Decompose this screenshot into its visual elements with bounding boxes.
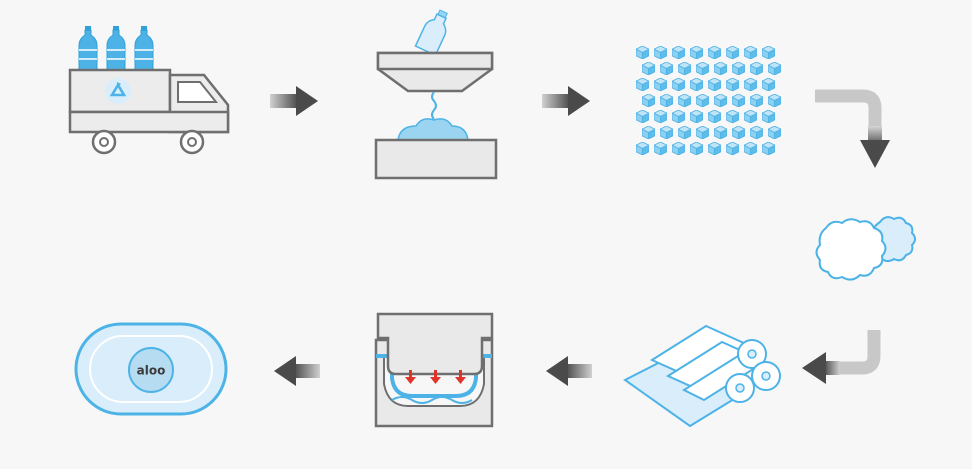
flake-cube-icon: [714, 94, 727, 107]
flake-cube-icon: [636, 78, 649, 91]
flake-cube-icon: [762, 142, 775, 155]
flake-cube-icon: [654, 46, 667, 59]
flow-arrow-left-icon: [274, 356, 320, 386]
flake-cube-icon: [696, 62, 709, 75]
flake-cube-icon: [690, 110, 703, 123]
flake-cube-icon: [654, 110, 667, 123]
flake-cube-icon: [672, 110, 685, 123]
flake-cube-icon: [768, 94, 781, 107]
fiber-tufts-icon: [815, 216, 916, 281]
flake-cube-icon: [750, 62, 763, 75]
flake-cube-icon: [672, 142, 685, 155]
flake-cube-icon: [750, 94, 763, 107]
flake-cube-icon: [690, 142, 703, 155]
flake-cube-icon: [636, 110, 649, 123]
flow-arrow-left-icon: [546, 356, 592, 386]
flake-cube-icon: [654, 78, 667, 91]
flake-cube-icon: [708, 142, 721, 155]
flake-cube-icon: [762, 46, 775, 59]
flake-cube-icon: [678, 126, 691, 139]
flake-cube-icon: [744, 110, 757, 123]
flow-arrow-left-icon: [802, 330, 881, 384]
flake-cube-icon: [744, 142, 757, 155]
flake-cube-icon: [708, 78, 721, 91]
flake-cube-icon: [726, 46, 739, 59]
flake-cube-icon: [708, 46, 721, 59]
flake-cube-icon: [768, 62, 781, 75]
heat-press-mold-icon: [374, 312, 494, 428]
heat-arrow-icons: [405, 370, 466, 384]
flake-cube-icon: [762, 78, 775, 91]
flake-cube-icon: [642, 62, 655, 75]
flake-cube-icon: [714, 62, 727, 75]
flake-cube-icon: [678, 94, 691, 107]
flake-cube-icon: [732, 62, 745, 75]
flake-cube-icon: [690, 78, 703, 91]
flake-cube-icon: [744, 46, 757, 59]
flake-cube-icon: [732, 94, 745, 107]
flake-cube-icon: [672, 78, 685, 91]
product-logo-text: aloo: [137, 364, 166, 378]
bottle-crusher-press-icon: [374, 9, 498, 180]
flake-cube-icon: [636, 46, 649, 59]
flake-cube-icon: [726, 110, 739, 123]
flake-cube-icon: [726, 78, 739, 91]
flake-cube-icon: [690, 46, 703, 59]
flow-arrow-right-icon: [542, 86, 590, 116]
flow-arrow-down-icon: [815, 89, 890, 168]
flake-cube-icon: [660, 62, 673, 75]
flake-cube-icon: [732, 126, 745, 139]
flake-cube-icon: [636, 142, 649, 155]
flake-cube-icon: [696, 94, 709, 107]
flake-cube-icon: [762, 110, 775, 123]
flake-cube-icon: [768, 126, 781, 139]
flake-cube-icon: [642, 126, 655, 139]
plastic-flakes-icon: [636, 46, 781, 155]
flake-cube-icon: [708, 110, 721, 123]
flake-cube-icon: [678, 62, 691, 75]
flake-cube-icon: [654, 142, 667, 155]
recycling-truck-with-bottles-icon: [68, 26, 230, 155]
fabric-rolls-icon: [623, 324, 781, 428]
flake-cube-icon: [642, 94, 655, 107]
flake-cube-icon: [660, 126, 673, 139]
finished-product-icon: aloo: [74, 322, 228, 416]
flake-cube-icon: [660, 94, 673, 107]
recycle-icon: [105, 78, 131, 104]
flake-cube-icon: [726, 142, 739, 155]
flow-arrow-right-icon: [270, 86, 318, 116]
flake-cube-icon: [714, 126, 727, 139]
flake-cube-icon: [750, 126, 763, 139]
flake-cube-icon: [744, 78, 757, 91]
flake-cube-icon: [672, 46, 685, 59]
flake-cube-icon: [696, 126, 709, 139]
